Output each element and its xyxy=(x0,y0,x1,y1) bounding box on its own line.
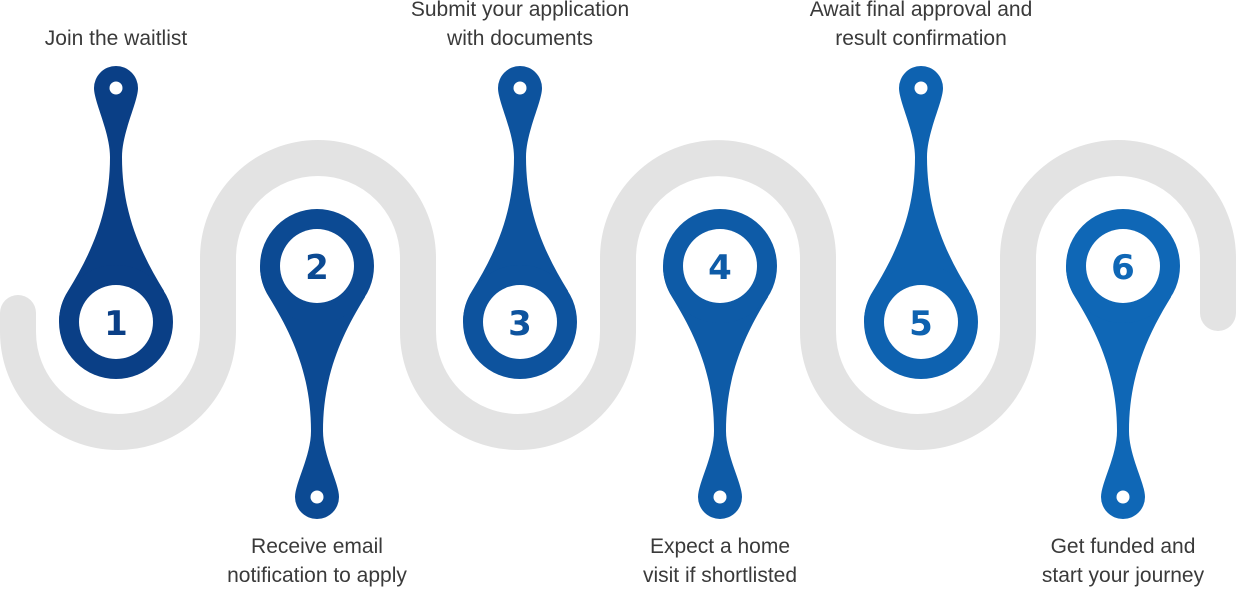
step-4-pin: 4 xyxy=(662,209,777,519)
step-label-line: Get funded and xyxy=(1050,535,1196,558)
step-number: 4 xyxy=(708,248,732,288)
pin-tip-dot xyxy=(1116,490,1130,504)
step-number: 2 xyxy=(305,248,329,288)
pin-inner-circle xyxy=(683,229,757,303)
step-label-line: Join the waitlist xyxy=(44,27,188,50)
pin-tip-dot xyxy=(914,81,928,95)
step-label-line: Receive email xyxy=(251,535,383,558)
step-6-pin: 6 xyxy=(1065,209,1180,519)
pin-tip-dot xyxy=(310,490,324,504)
step-label-line: with documents xyxy=(447,27,593,50)
step-label-line: notification to apply xyxy=(227,564,407,587)
pin-inner-circle xyxy=(79,285,153,359)
pin-inner-circle xyxy=(884,285,958,359)
step-5-pin: 5 xyxy=(863,66,978,379)
pin-tip-dot xyxy=(713,490,727,504)
step-label-line: Submit your application xyxy=(410,0,630,21)
step-number: 3 xyxy=(508,304,532,344)
step-label-line: Expect a home xyxy=(649,535,791,558)
step-number: 5 xyxy=(909,304,933,344)
pin-inner-circle xyxy=(280,229,354,303)
wavy-track xyxy=(0,140,1236,450)
step-6-label: Get funded and start your journey xyxy=(1042,532,1204,590)
step-3-pin: 3 xyxy=(462,66,577,379)
step-label-line: visit if shortlisted xyxy=(642,564,798,587)
step-1-label: Join the waitlist xyxy=(45,24,187,53)
pin-inner-circle xyxy=(1086,229,1160,303)
step-4-label: Expect a home visit if shortlisted xyxy=(643,532,797,590)
step-1-pin: 1 xyxy=(58,66,173,379)
step-number: 1 xyxy=(104,304,128,344)
step-2-pin: 2 xyxy=(259,209,374,519)
pin-inner-circle xyxy=(483,285,557,359)
step-label-line: Await final approval and xyxy=(809,0,1033,21)
step-5-label: Await final approval and result confirmat… xyxy=(810,0,1033,53)
step-2-label: Receive email notification to apply xyxy=(227,532,407,590)
step-number: 6 xyxy=(1111,248,1135,288)
pin-tip-dot xyxy=(513,81,527,95)
step-label-line: result confirmation xyxy=(835,27,1007,50)
step-3-label: Submit your application with documents xyxy=(411,0,629,53)
pin-tip-dot xyxy=(109,81,123,95)
step-label-line: start your journey xyxy=(1041,564,1205,587)
